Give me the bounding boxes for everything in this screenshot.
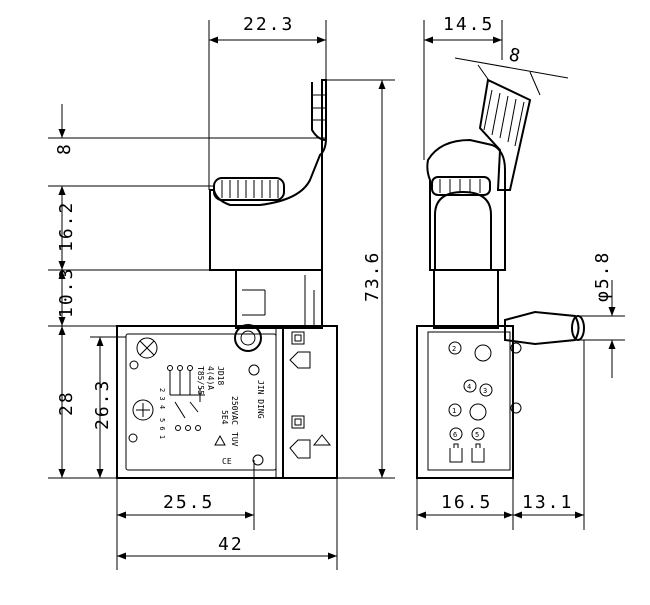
circuit-symbol xyxy=(167,365,205,431)
dim-13-1: 13.1 xyxy=(522,492,573,513)
dimension-lines: 22.3 14.5 8 8 16.2 10.3 28 26.3 73 xyxy=(48,14,625,570)
side-lever xyxy=(504,310,580,346)
dim-16-5: 16.5 xyxy=(441,492,492,513)
front-view: 2 3 4 5 6 1 JD18 4(4)A T85/55 250VAC TUV… xyxy=(116,79,338,479)
dim-22-3: 22.3 xyxy=(243,14,294,35)
side-body-upper xyxy=(426,138,506,271)
side-trigger-stem xyxy=(478,78,532,191)
cert-label: TUV xyxy=(230,432,239,447)
front-shaft xyxy=(235,269,323,329)
right-contacts xyxy=(289,331,332,459)
speed-wheel xyxy=(213,177,285,201)
dim-28: 28 xyxy=(56,390,77,416)
side-terminals: 2 4 3 1 6 5 xyxy=(448,341,493,463)
svg-text:5: 5 xyxy=(475,431,479,439)
svg-text:3: 3 xyxy=(483,387,487,395)
terminal-numbers-top: 2 3 4 xyxy=(158,388,166,409)
cert-mark xyxy=(252,454,264,466)
dim-10-3: 10.3 xyxy=(56,267,77,318)
dim-16-2: 16.2 xyxy=(56,201,77,252)
front-trigger-outline xyxy=(209,79,327,271)
svg-text:6: 6 xyxy=(453,431,457,439)
svg-text:2: 2 xyxy=(452,345,456,353)
ce-mark: CE xyxy=(222,457,232,466)
dim-8-left: 8 xyxy=(54,142,75,155)
dim-phi-5-8: φ5.8 xyxy=(592,251,613,302)
front-housing xyxy=(116,325,338,479)
dim-73-6: 73.6 xyxy=(362,251,383,302)
svg-text:1: 1 xyxy=(452,407,456,415)
dim-42: 42 xyxy=(218,534,244,555)
top-screw xyxy=(234,324,262,352)
dim-26-3: 26.3 xyxy=(92,379,113,430)
trigger-nub xyxy=(311,82,327,141)
code-label: 5E4 xyxy=(220,410,229,425)
temp-label: T85/55 xyxy=(196,366,205,395)
model-label: JD18 xyxy=(216,366,225,385)
dim-25-5: 25.5 xyxy=(163,492,214,513)
rating-label: 4(4)A xyxy=(206,366,215,390)
dim-14-5: 14.5 xyxy=(443,14,494,35)
dim-8-angled: 8 xyxy=(507,44,524,67)
terminal-numbers-bottom: 5 6 1 xyxy=(158,418,166,439)
svg-text:4: 4 xyxy=(467,383,471,391)
brand-label: JIN DING xyxy=(256,380,265,419)
side-housing xyxy=(416,325,514,479)
side-view: 2 4 3 1 6 5 xyxy=(416,78,585,479)
terminal-screws xyxy=(128,337,158,443)
voltage-label: 250VAC xyxy=(230,396,239,425)
brand-logo xyxy=(248,364,260,376)
side-shaft xyxy=(433,269,499,329)
